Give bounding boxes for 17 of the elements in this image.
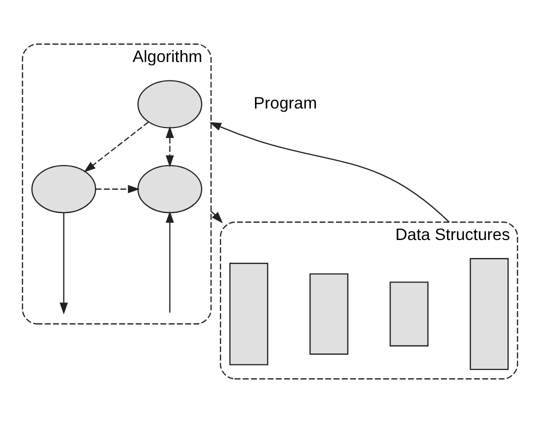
arrow <box>209 122 450 222</box>
cluster: Data Structures <box>220 221 518 379</box>
arrow <box>96 184 140 193</box>
arrow <box>166 126 174 167</box>
node-bar <box>229 262 268 365</box>
arrow <box>60 212 68 314</box>
arrow <box>84 121 149 172</box>
arrow <box>210 210 223 223</box>
label: Program <box>254 94 317 112</box>
node-bar <box>309 272 348 354</box>
cluster: Algorithm <box>22 43 212 324</box>
node-circle <box>137 80 202 128</box>
node-bar <box>390 281 429 346</box>
node-circle <box>137 164 202 213</box>
node-circle <box>31 164 96 213</box>
node-bar <box>470 258 509 370</box>
arrow <box>166 210 174 312</box>
